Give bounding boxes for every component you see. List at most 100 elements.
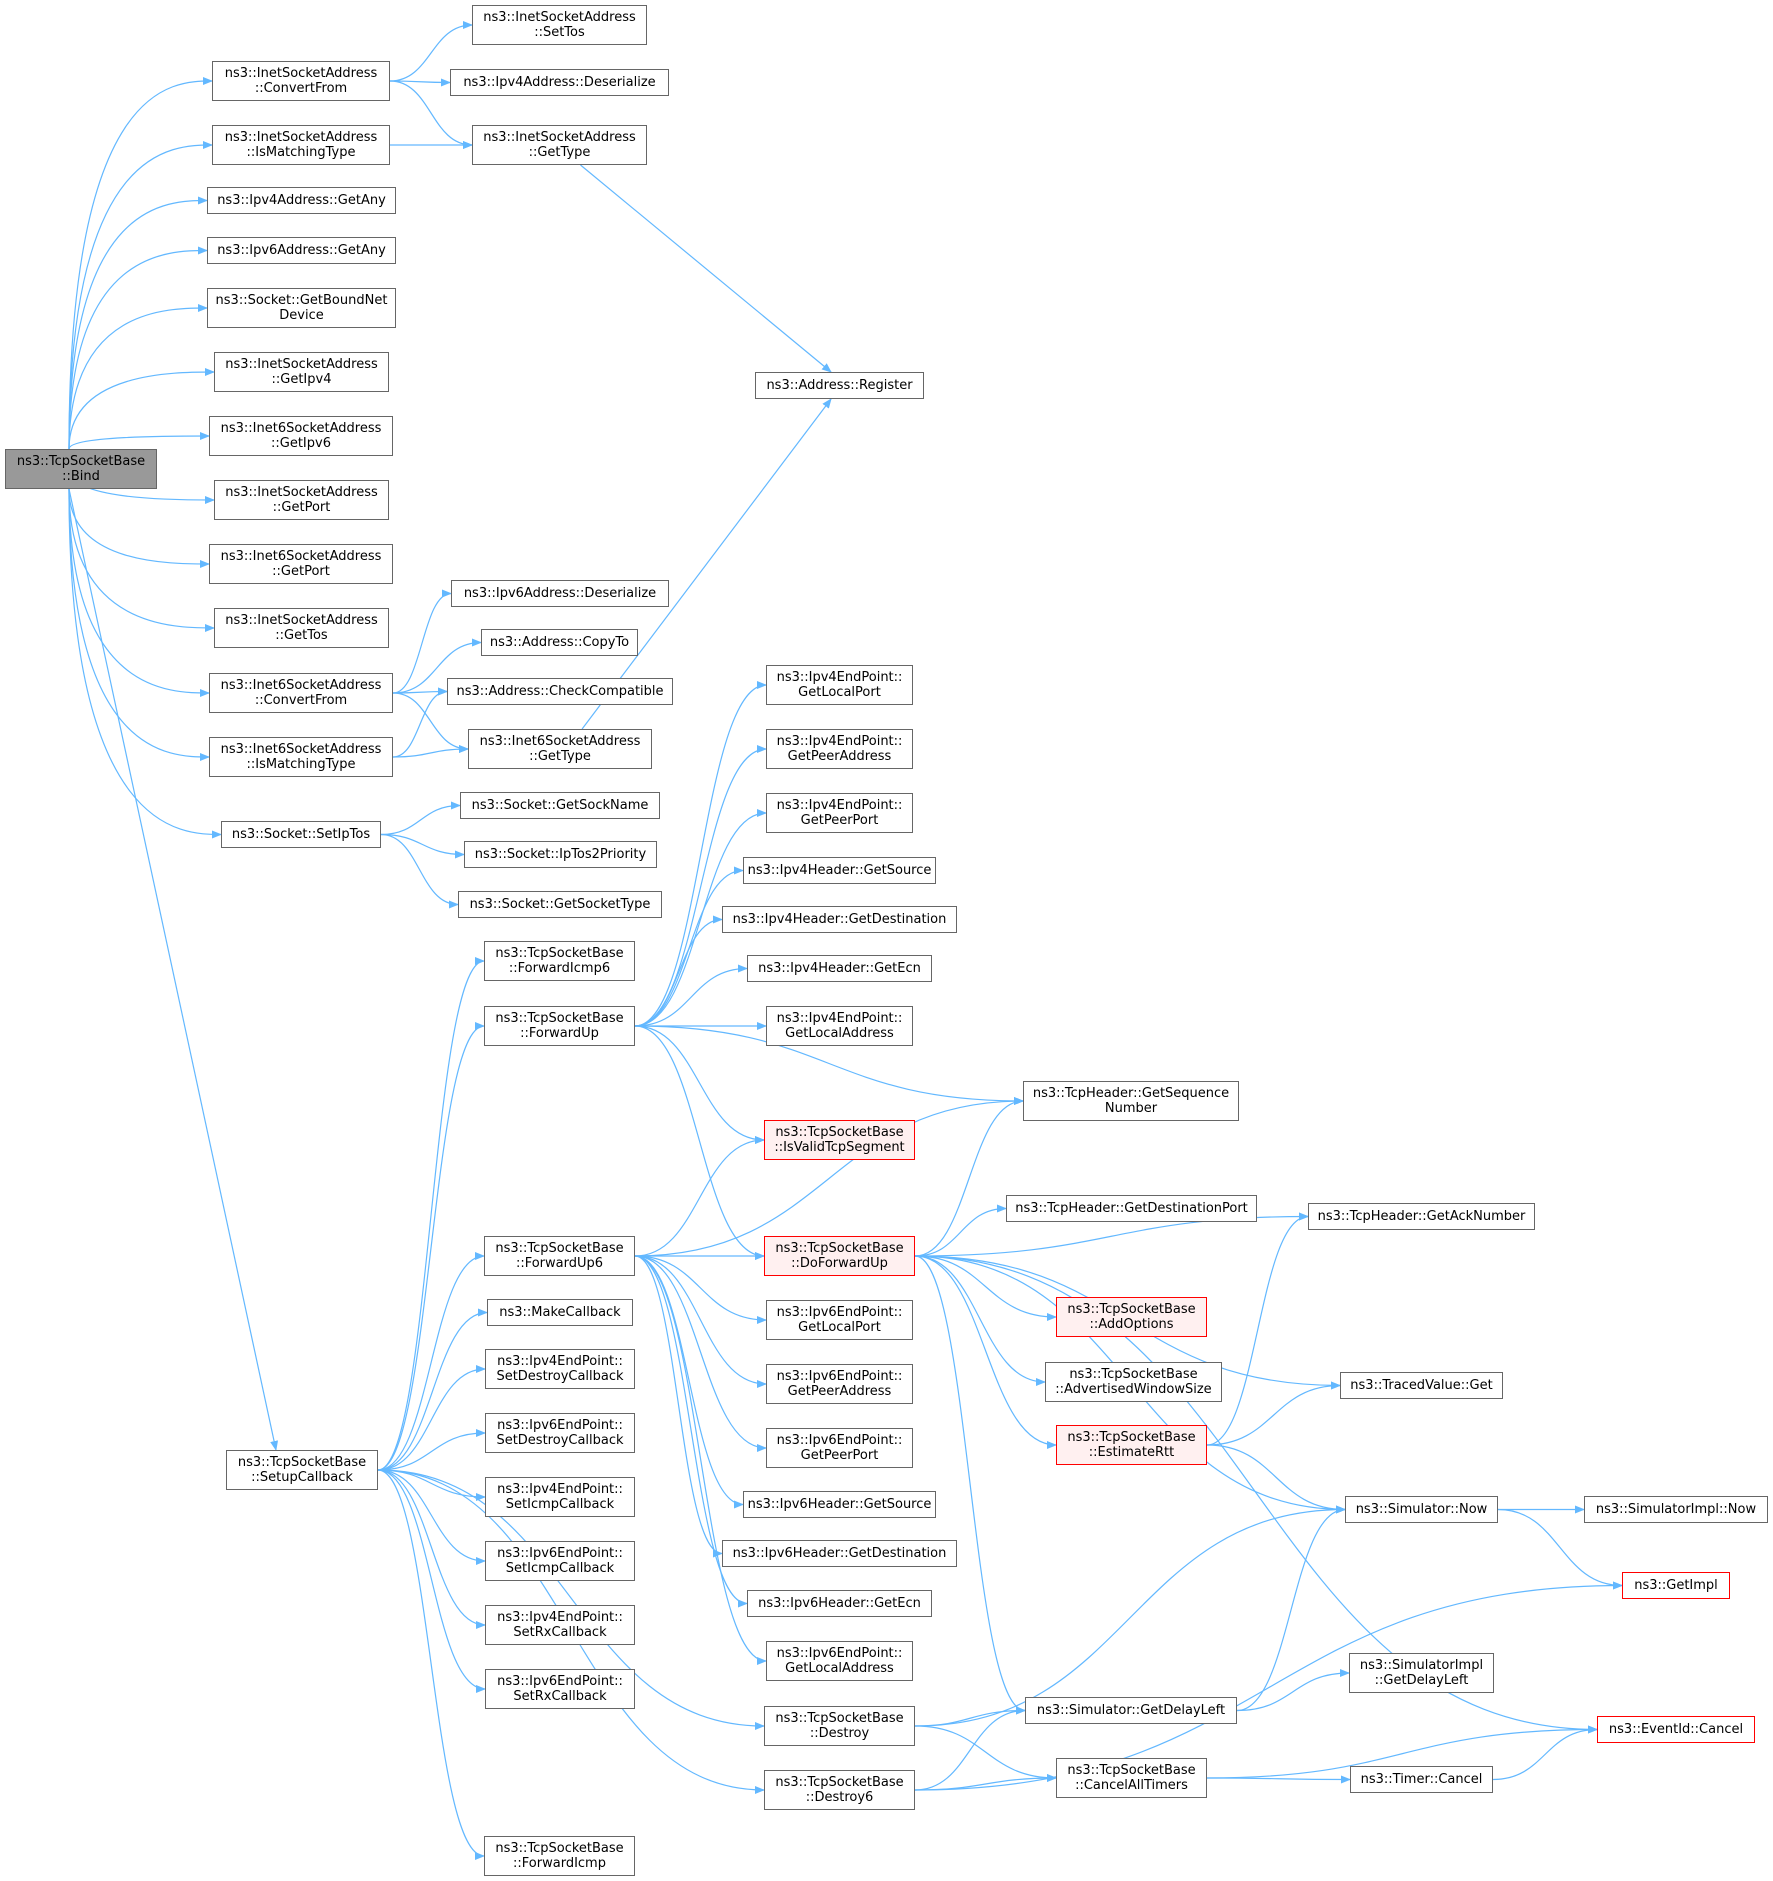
edge-forwardup-to-ipv4ep-getpeeraddress [634,745,767,1027]
node-destroy[interactable]: ns3::TcpSocketBase ::Destroy [764,1706,915,1746]
edge-setupcallback-to-ipv4ep-setrxcallback [377,1469,486,1629]
node-simulator-now[interactable]: ns3::Simulator::Now [1345,1496,1498,1523]
edge-cancelalltimers-to-eventid-cancel [1206,1725,1598,1779]
node-ipv4header-getsource[interactable]: ns3::Ipv4Header::GetSource [743,857,936,884]
node-ipv4ep-getlocaladdress[interactable]: ns3::Ipv4EndPoint:: GetLocalAddress [766,1006,913,1046]
node-tcpheader-getacknumber[interactable]: ns3::TcpHeader::GetAckNumber [1308,1203,1535,1230]
node-ipv6ep-getlocalport[interactable]: ns3::Ipv6EndPoint:: GetLocalPort [766,1300,913,1340]
node-inet6-getipv6[interactable]: ns3::Inet6SocketAddress ::GetIpv6 [209,416,393,456]
node-ipv4address-getany[interactable]: ns3::Ipv4Address::GetAny [207,187,396,214]
node-tcpheader-getdestinationport[interactable]: ns3::TcpHeader::GetDestinationPort [1006,1195,1257,1222]
edge-destroy-to-simulator-now [914,1505,1346,1727]
edge-bind-to-setupcallback [68,488,279,1451]
node-inet-getipv4[interactable]: ns3::InetSocketAddress ::GetIpv4 [214,352,389,392]
node-socket-getsockname[interactable]: ns3::Socket::GetSockName [460,792,660,819]
node-getimpl[interactable]: ns3::GetImpl [1622,1572,1730,1599]
edge-doforwardup-to-estimatertt [914,1255,1057,1449]
node-ipv6ep-getpeeraddress[interactable]: ns3::Ipv6EndPoint:: GetPeerAddress [766,1364,913,1404]
node-socket-getboundnetdevice[interactable]: ns3::Socket::GetBoundNet Device [207,288,396,328]
node-estimatertt[interactable]: ns3::TcpSocketBase ::EstimateRtt [1056,1425,1207,1465]
node-socket-setiptos[interactable]: ns3::Socket::SetIpTos [221,821,381,848]
edge-estimatertt-to-tcpheader-getacknumber [1206,1212,1309,1446]
edge-setupcallback-to-forwardup [377,1022,485,1471]
node-addoptions[interactable]: ns3::TcpSocketBase ::AddOptions [1056,1297,1207,1337]
node-inet-convertfrom[interactable]: ns3::InetSocketAddress ::ConvertFrom [212,61,390,101]
node-ipv6ep-seticmpcallback[interactable]: ns3::Ipv6EndPoint:: SetIcmpCallback [485,1541,635,1581]
edge-simulator-getdelayleft-to-simulatorimpl-getdelayleft [1236,1669,1350,1712]
node-isvalidtcpsegment[interactable]: ns3::TcpSocketBase ::IsValidTcpSegment [764,1120,915,1160]
node-ipv4ep-setdestroycallback[interactable]: ns3::Ipv4EndPoint:: SetDestroyCallback [485,1349,635,1389]
node-doforwardup[interactable]: ns3::TcpSocketBase ::DoForwardUp [764,1236,915,1276]
node-address-register[interactable]: ns3::Address::Register [755,372,924,399]
node-ipv6address-deserialize[interactable]: ns3::Ipv6Address::Deserialize [451,580,669,607]
node-inet-gettype[interactable]: ns3::InetSocketAddress ::GetType [472,125,647,165]
edge-bind-to-socket-setiptos [68,488,222,839]
node-ipv4ep-getpeerport[interactable]: ns3::Ipv4EndPoint:: GetPeerPort [766,793,913,833]
edge-inet6-gettype-to-address-register [581,398,832,730]
edge-forwardup6-to-ipv6ep-getlocalport [634,1255,767,1324]
node-inet6-convertfrom[interactable]: ns3::Inet6SocketAddress ::ConvertFrom [209,673,393,713]
node-inet6-gettype[interactable]: ns3::Inet6SocketAddress ::GetType [468,729,652,769]
edge-bind-to-ipv4address-getany [68,196,208,450]
node-tcpheader-getsequencenumber[interactable]: ns3::TcpHeader::GetSequence Number [1023,1081,1239,1121]
node-ipv4header-getdestination[interactable]: ns3::Ipv4Header::GetDestination [722,906,957,933]
node-inet6-ismatchingtype[interactable]: ns3::Inet6SocketAddress ::IsMatchingType [209,737,393,777]
node-ipv4address-deserialize[interactable]: ns3::Ipv4Address::Deserialize [450,69,669,96]
node-ipv4ep-setrxcallback[interactable]: ns3::Ipv4EndPoint:: SetRxCallback [485,1605,635,1645]
edge-destroy6-to-cancelalltimers [914,1774,1057,1791]
edge-setupcallback-to-ipv6ep-setdestroycallback [377,1429,486,1471]
node-ipv6address-getany[interactable]: ns3::Ipv6Address::GetAny [207,237,396,264]
node-ipv6header-getdestination[interactable]: ns3::Ipv6Header::GetDestination [722,1540,957,1567]
edge-bind-to-inet6-getport [68,488,210,568]
node-tracedvalue-get[interactable]: ns3::TracedValue::Get [1340,1372,1503,1399]
node-cancelalltimers[interactable]: ns3::TcpSocketBase ::CancelAllTimers [1056,1758,1207,1798]
node-bind[interactable]: ns3::TcpSocketBase ::Bind [5,449,157,489]
node-inet-ismatchingtype[interactable]: ns3::InetSocketAddress ::IsMatchingType [212,125,390,165]
node-forwardup[interactable]: ns3::TcpSocketBase ::ForwardUp [484,1006,635,1046]
edge-forwardup-to-tcpheader-getsequencenumber [634,1025,1024,1105]
edge-forwardup6-to-ipv6header-getecn [634,1255,748,1608]
node-forwardicmp6[interactable]: ns3::TcpSocketBase ::ForwardIcmp6 [484,941,635,981]
edge-inet6-convertfrom-to-ipv6address-deserialize [392,589,452,694]
node-simulatorimpl-getdelayleft[interactable]: ns3::SimulatorImpl ::GetDelayLeft [1349,1653,1494,1693]
node-ipv6ep-getlocaladdress[interactable]: ns3::Ipv6EndPoint:: GetLocalAddress [766,1641,913,1681]
node-makecallback[interactable]: ns3::MakeCallback [487,1299,633,1326]
node-ipv4ep-seticmpcallback[interactable]: ns3::Ipv4EndPoint:: SetIcmpCallback [485,1477,635,1517]
node-inet-settos[interactable]: ns3::InetSocketAddress ::SetTos [472,5,647,45]
node-address-copyto[interactable]: ns3::Address::CopyTo [481,629,638,656]
edge-setupcallback-to-ipv4ep-setdestroycallback [377,1365,486,1471]
edge-setupcallback-to-destroy [377,1469,765,1730]
node-ipv6ep-setrxcallback[interactable]: ns3::Ipv6EndPoint:: SetRxCallback [485,1669,635,1709]
node-setupcallback[interactable]: ns3::TcpSocketBase ::SetupCallback [226,1450,378,1490]
node-forwardicmp[interactable]: ns3::TcpSocketBase ::ForwardIcmp [484,1836,635,1876]
node-ipv6ep-setdestroycallback[interactable]: ns3::Ipv6EndPoint:: SetDestroyCallback [485,1413,635,1453]
node-inet-gettos[interactable]: ns3::InetSocketAddress ::GetTos [214,608,389,648]
edge-forwardup-to-doforwardup [634,1025,765,1260]
node-ipv6header-getsource[interactable]: ns3::Ipv6Header::GetSource [743,1491,936,1518]
edge-bind-to-inet6-getipv6 [68,432,210,450]
node-eventid-cancel[interactable]: ns3::EventId::Cancel [1597,1716,1755,1743]
node-address-checkcompatible[interactable]: ns3::Address::CheckCompatible [447,678,673,705]
node-ipv6header-getecn[interactable]: ns3::Ipv6Header::GetEcn [747,1590,932,1617]
edge-timer-cancel-to-eventid-cancel [1492,1725,1598,1781]
edge-bind-to-socket-getboundnetdevice [68,304,208,450]
edge-doforwardup-to-tcpheader-getacknumber [914,1212,1309,1257]
node-inet-getport[interactable]: ns3::InetSocketAddress ::GetPort [214,480,389,520]
edge-estimatertt-to-tracedvalue-get [1206,1381,1341,1446]
node-timer-cancel[interactable]: ns3::Timer::Cancel [1350,1766,1493,1793]
node-socket-iptos2priority[interactable]: ns3::Socket::IpTos2Priority [464,841,657,868]
node-forwardup6[interactable]: ns3::TcpSocketBase ::ForwardUp6 [484,1236,635,1276]
node-socket-getsockettype[interactable]: ns3::Socket::GetSocketType [458,891,662,918]
node-ipv4ep-getlocalport[interactable]: ns3::Ipv4EndPoint:: GetLocalPort [766,665,913,705]
node-destroy6[interactable]: ns3::TcpSocketBase ::Destroy6 [764,1770,915,1810]
node-ipv4ep-getpeeraddress[interactable]: ns3::Ipv4EndPoint:: GetPeerAddress [766,729,913,769]
node-ipv4header-getecn[interactable]: ns3::Ipv4Header::GetEcn [747,955,932,982]
node-simulator-getdelayleft[interactable]: ns3::Simulator::GetDelayLeft [1025,1697,1237,1724]
edge-inet6-ismatchingtype-to-inet6-gettype [392,745,469,758]
node-inet6-getport[interactable]: ns3::Inet6SocketAddress ::GetPort [209,544,393,584]
node-ipv6ep-getpeerport[interactable]: ns3::Ipv6EndPoint:: GetPeerPort [766,1428,913,1468]
edge-doforwardup-to-tcpheader-getsequencenumber [914,1097,1024,1257]
node-advertisedwindowsize[interactable]: ns3::TcpSocketBase ::AdvertisedWindowSiz… [1045,1362,1222,1402]
node-simulatorimpl-now[interactable]: ns3::SimulatorImpl::Now [1584,1496,1768,1523]
